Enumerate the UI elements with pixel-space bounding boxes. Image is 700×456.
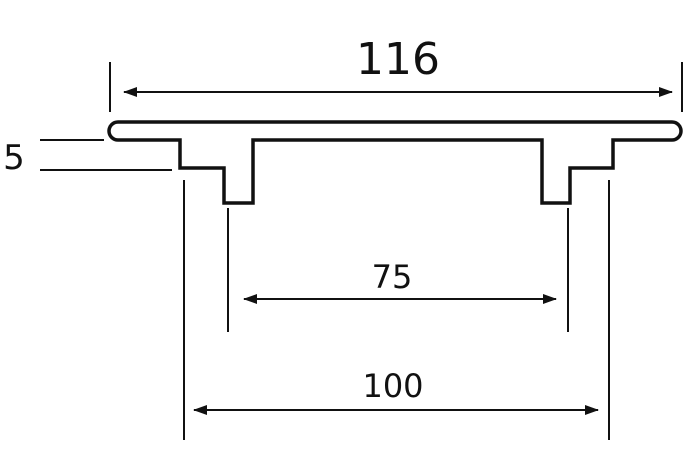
inner-width-label: 75 xyxy=(372,258,413,296)
overall-width-label: 116 xyxy=(356,34,440,85)
flange-thickness-label: 5 xyxy=(3,138,25,178)
profile-outline xyxy=(107,120,683,205)
base-width-label: 100 xyxy=(362,367,423,405)
